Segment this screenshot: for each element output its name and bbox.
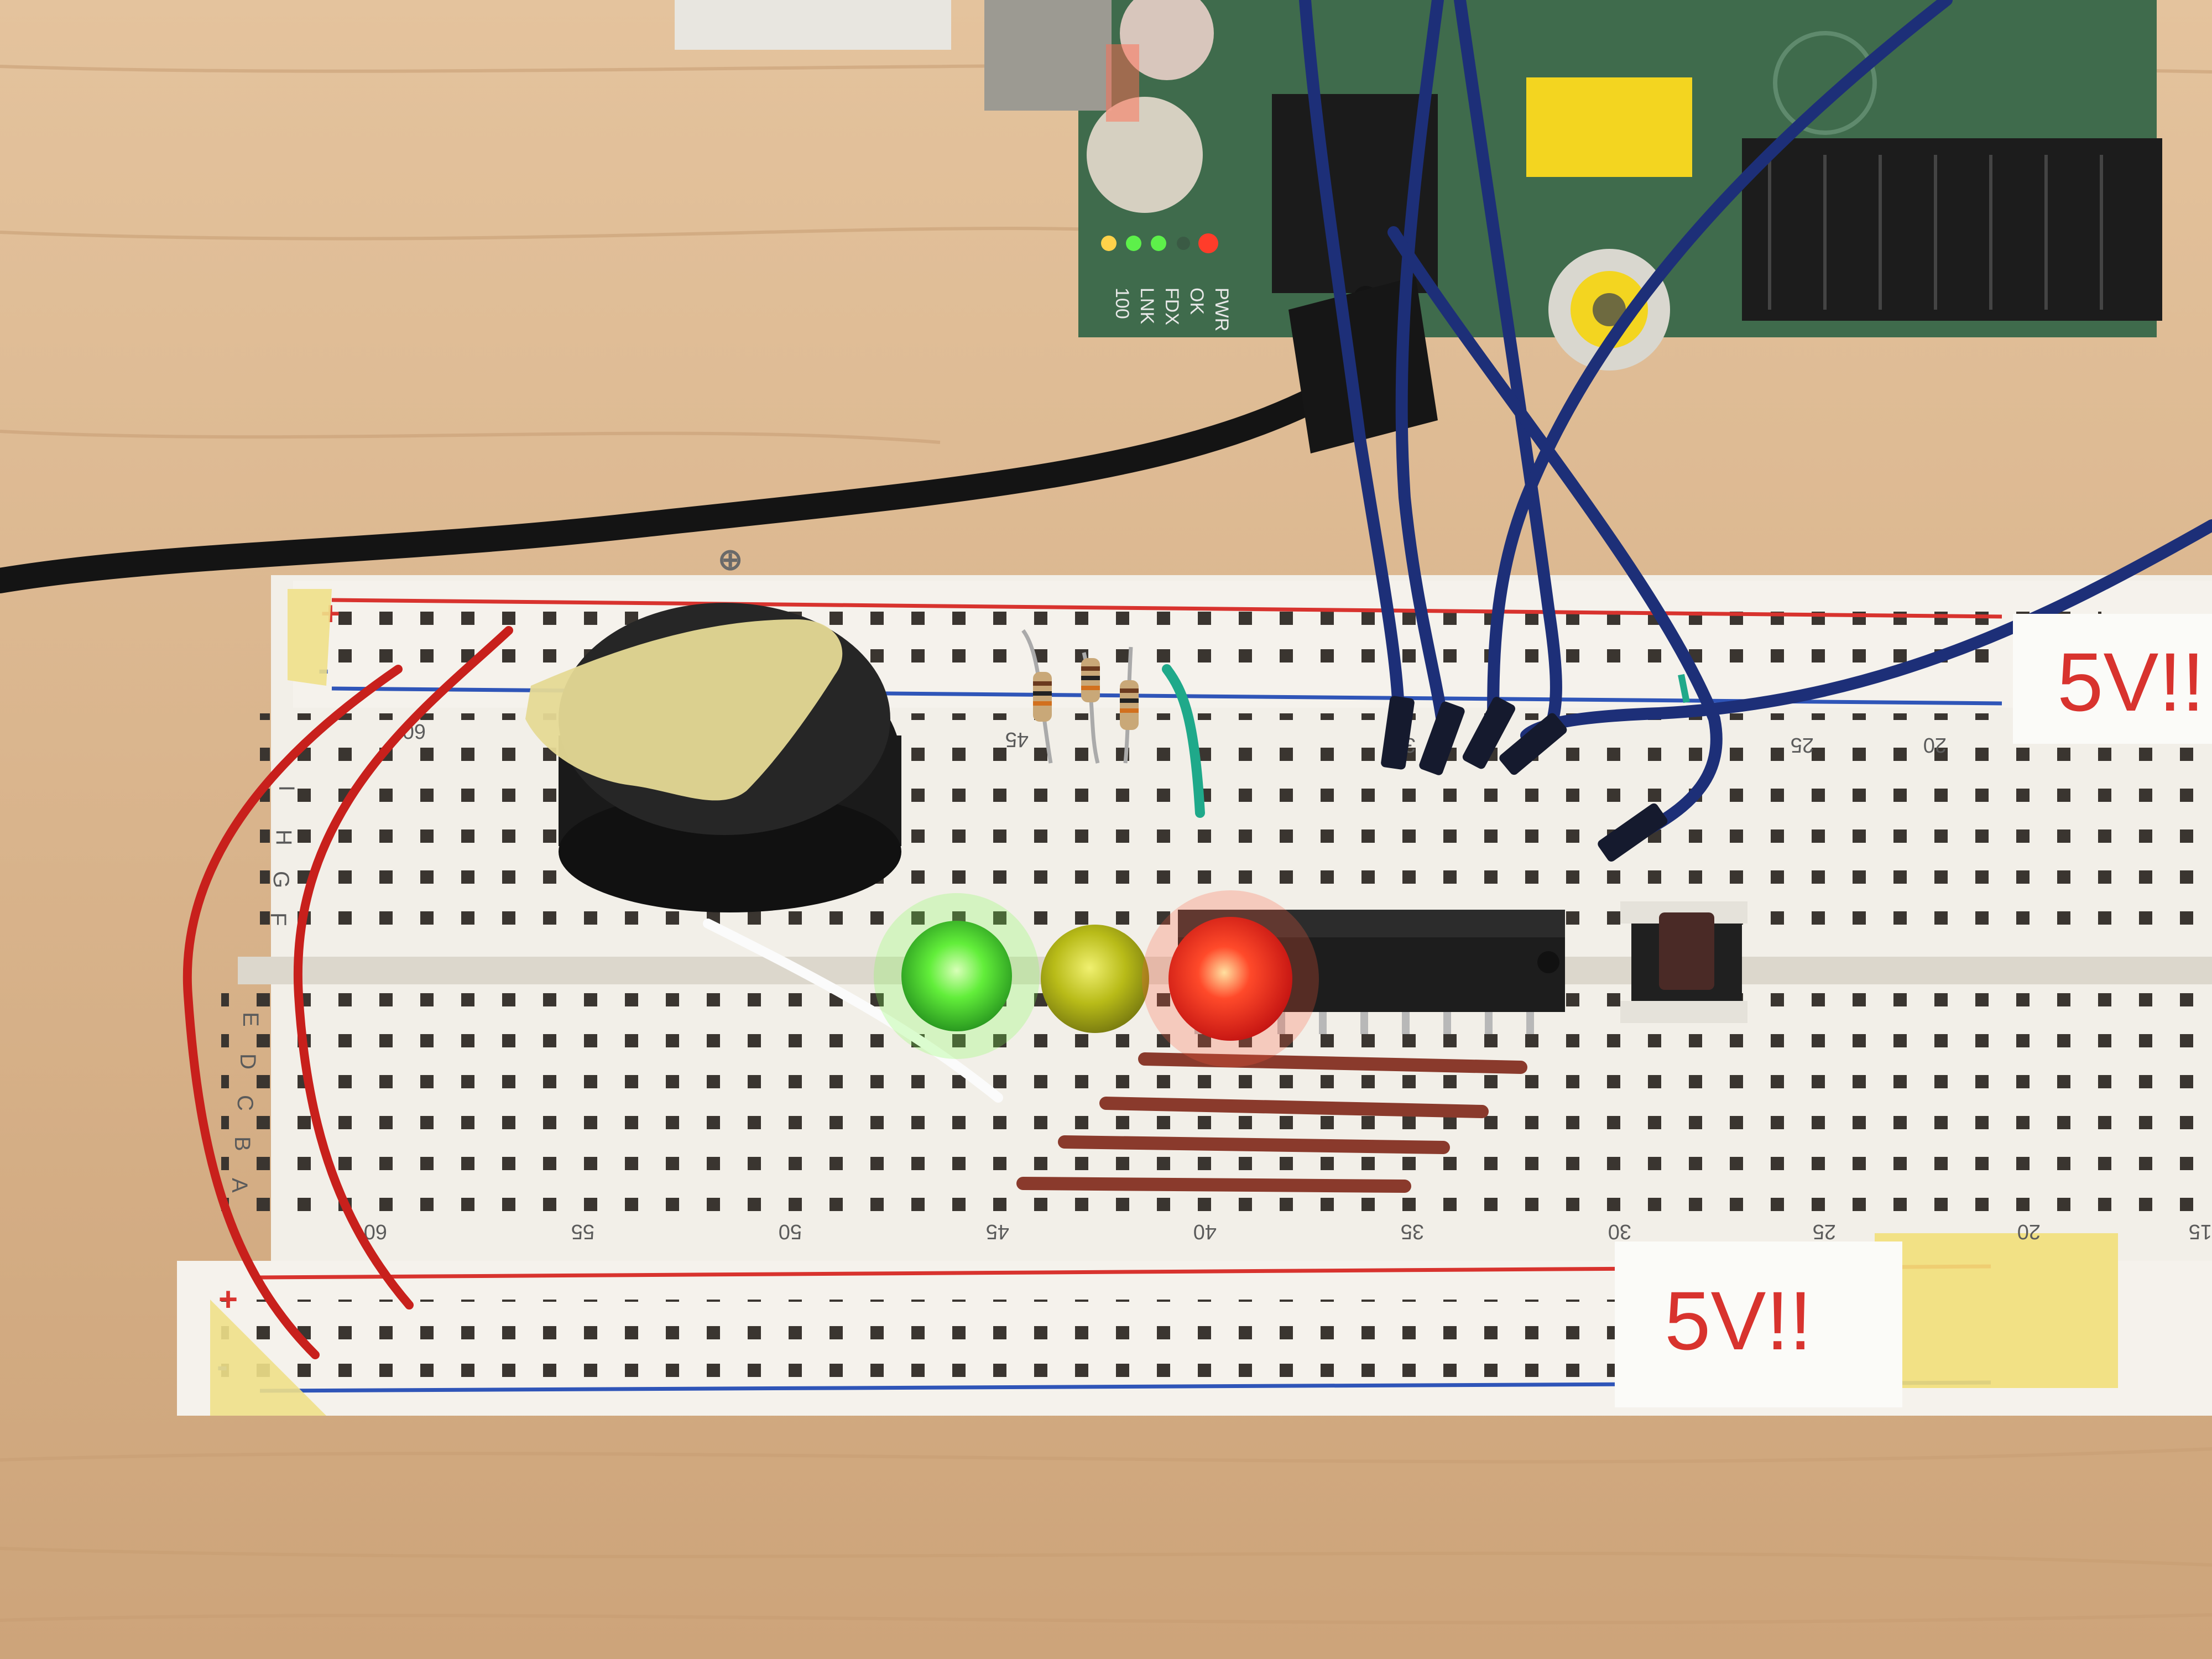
row-letter-g: G <box>269 871 293 888</box>
buzzer-tape <box>525 619 843 801</box>
raspberry-logo <box>1773 31 1877 135</box>
blue-wire-1 <box>1299 0 1405 736</box>
col-num-bottom-45: 45 <box>986 1220 1009 1243</box>
status-led-labels: 100 LNK FDX OK PWR <box>1112 288 1232 331</box>
row-letter-c: C <box>233 1095 257 1111</box>
brown-jumper-wires <box>1016 1052 1527 1193</box>
push-button-cap <box>1659 912 1714 990</box>
status-led-pwr <box>1198 233 1218 253</box>
traffic-light-leds <box>874 890 1319 1067</box>
row-letter-e: E <box>238 1012 263 1027</box>
col-num-bottom-30: 30 <box>1608 1220 1631 1243</box>
col-num-top-20: 20 <box>1923 733 1947 757</box>
yellow-led <box>1041 925 1149 1033</box>
white-jumper-wire <box>703 919 1003 1103</box>
blue-wire-4 <box>1487 0 1953 736</box>
led-label-lnk: LNK <box>1136 288 1157 324</box>
push-button <box>1620 901 1747 1023</box>
rca-video-jack <box>1526 77 1692 177</box>
gpio-header <box>1742 138 2162 321</box>
clear-led-bottom <box>1087 97 1203 213</box>
red-led <box>1168 917 1292 1041</box>
status-led-fdx <box>1151 236 1166 251</box>
blue-wire-2 <box>1395 0 1449 736</box>
note-top-right: 5V!! <box>2013 614 2212 744</box>
brown-wire-1 <box>1138 1052 1527 1074</box>
led-label-ok: OK <box>1186 288 1207 315</box>
col-num-top-45: 45 <box>1005 728 1029 751</box>
col-num-bottom-20: 20 <box>2017 1220 2041 1243</box>
tape-bottom-right <box>1875 1233 2118 1388</box>
usb-port <box>675 0 951 50</box>
tape-bottom-left <box>210 1300 326 1416</box>
col-num-bottom-40: 40 <box>1193 1220 1217 1243</box>
status-led-ok <box>1177 237 1190 250</box>
green-led <box>901 921 1012 1031</box>
col-num-bottom-55: 55 <box>571 1220 594 1243</box>
note-bottom-right: 5V!! <box>1615 1241 1902 1407</box>
buzzer-plus-mark: ⊕ <box>718 543 743 576</box>
red-jumper-wire-right <box>293 626 513 1310</box>
clear-led-top <box>1120 0 1214 80</box>
brown-wire-2 <box>1099 1097 1489 1118</box>
status-led-row <box>1101 233 1218 253</box>
brown-wire-3 <box>1058 1135 1450 1154</box>
tape-top-left <box>288 589 332 686</box>
col-num-bottom-35: 35 <box>1401 1220 1424 1243</box>
status-led-100 <box>1101 236 1117 251</box>
status-led-lnk <box>1126 236 1141 251</box>
row-letter-f: F <box>266 912 290 926</box>
green-jumper-wire-short <box>1678 674 1690 703</box>
brown-wire-4 <box>1016 1177 1411 1193</box>
row-letters-bottom: E D C B A <box>227 1012 263 1193</box>
row-letters-top: I H G F <box>266 785 299 926</box>
col-num-bottom-50: 50 <box>779 1220 802 1243</box>
green-jumper-wire <box>1162 664 1205 818</box>
col-num-bottom-15: 15 <box>2189 1220 2212 1243</box>
led-label-pwr: PWR <box>1211 288 1232 331</box>
column-numbers-bottom: 60 55 50 45 40 35 30 25 20 15 <box>364 1220 2212 1243</box>
row-letter-a: A <box>227 1178 252 1193</box>
resistors <box>1021 629 1139 764</box>
jumper-plug-ends <box>1381 696 1668 862</box>
row-letter-d: D <box>236 1053 260 1070</box>
note-top-right-text: 5V!! <box>2057 635 2205 728</box>
resistor-1 <box>1033 672 1052 722</box>
col-num-top-25: 25 <box>1791 733 1814 757</box>
red-jumper-wire-left <box>182 665 403 1359</box>
col-num-bottom-25: 25 <box>1813 1220 1836 1243</box>
top-rail-red-line <box>331 598 2002 619</box>
note-bottom-right-text: 5V!! <box>1665 1274 1812 1367</box>
blue-jumper-wires <box>1299 0 2212 841</box>
blue-wire-5 <box>1520 519 2212 742</box>
row-letter-h: H <box>272 830 296 846</box>
row-letter-b: B <box>230 1136 254 1151</box>
led-label-fdx: FDX <box>1161 288 1182 325</box>
ethernet-port <box>984 0 1112 111</box>
piezo-buzzer: ⊕ <box>525 543 901 912</box>
led-label-100: 100 <box>1112 288 1133 319</box>
row-letter-i: I <box>274 785 299 791</box>
blue-wire-6 <box>1387 226 1723 841</box>
resistor-3 <box>1120 680 1139 730</box>
